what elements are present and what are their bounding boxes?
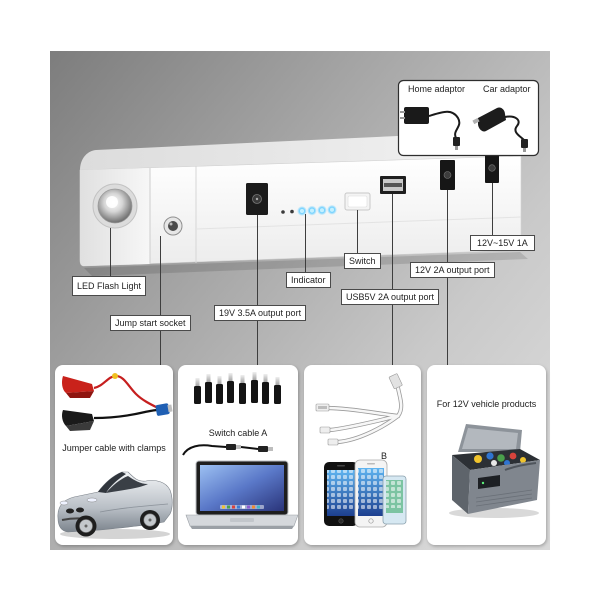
vehicle-products-caption: For 12V vehicle products	[436, 399, 537, 409]
indicator-leds	[281, 204, 337, 216]
black-clamp	[62, 410, 94, 426]
indicator-label: Indicator	[286, 272, 331, 288]
adaptor-inset	[397, 79, 540, 157]
port-12v-output	[440, 160, 455, 190]
phones-image	[324, 459, 407, 528]
led-flash-light-label: LED Flash Light	[72, 276, 147, 296]
usb-cable-image	[315, 373, 404, 446]
blue-connector	[155, 403, 170, 416]
callout-lines	[110, 183, 493, 365]
switch-cable-caption: Switch cable A	[208, 428, 268, 438]
jumper-cable-caption: Jumper cable with clamps	[62, 443, 166, 453]
usb-port-label: USB5V 2A output port	[341, 289, 440, 305]
usb-port	[380, 176, 406, 194]
red-clamp	[62, 376, 94, 393]
switch-label: Switch	[344, 253, 381, 269]
port-12v-input	[485, 154, 499, 183]
port-19v-label: 19V 3.5A output port	[214, 305, 307, 321]
jump-start-socket-label: Jump start socket	[110, 315, 191, 331]
laptop-image	[185, 460, 299, 529]
cooler-box-image	[449, 424, 540, 518]
jumper-cable-image	[62, 373, 173, 431]
input-port-label: 12V~15V 1A	[470, 235, 535, 251]
switch-cable-image	[182, 444, 273, 456]
car-image	[57, 471, 173, 539]
led-flashlight	[92, 183, 138, 229]
jump-start-socket	[163, 216, 183, 236]
port-12v-label: 12V 2A output port	[410, 262, 495, 278]
home-adaptor	[400, 107, 461, 150]
home-adaptor-label: Home adaptor	[408, 84, 466, 94]
car-adaptor-label: Car adaptor	[483, 84, 531, 94]
usb-plug	[388, 373, 403, 390]
car-adaptor	[472, 107, 528, 152]
usb-cable-caption: B	[381, 451, 388, 461]
power-switch	[344, 192, 371, 211]
switch-cable-tips-image	[194, 372, 281, 404]
port-19v	[246, 183, 268, 215]
